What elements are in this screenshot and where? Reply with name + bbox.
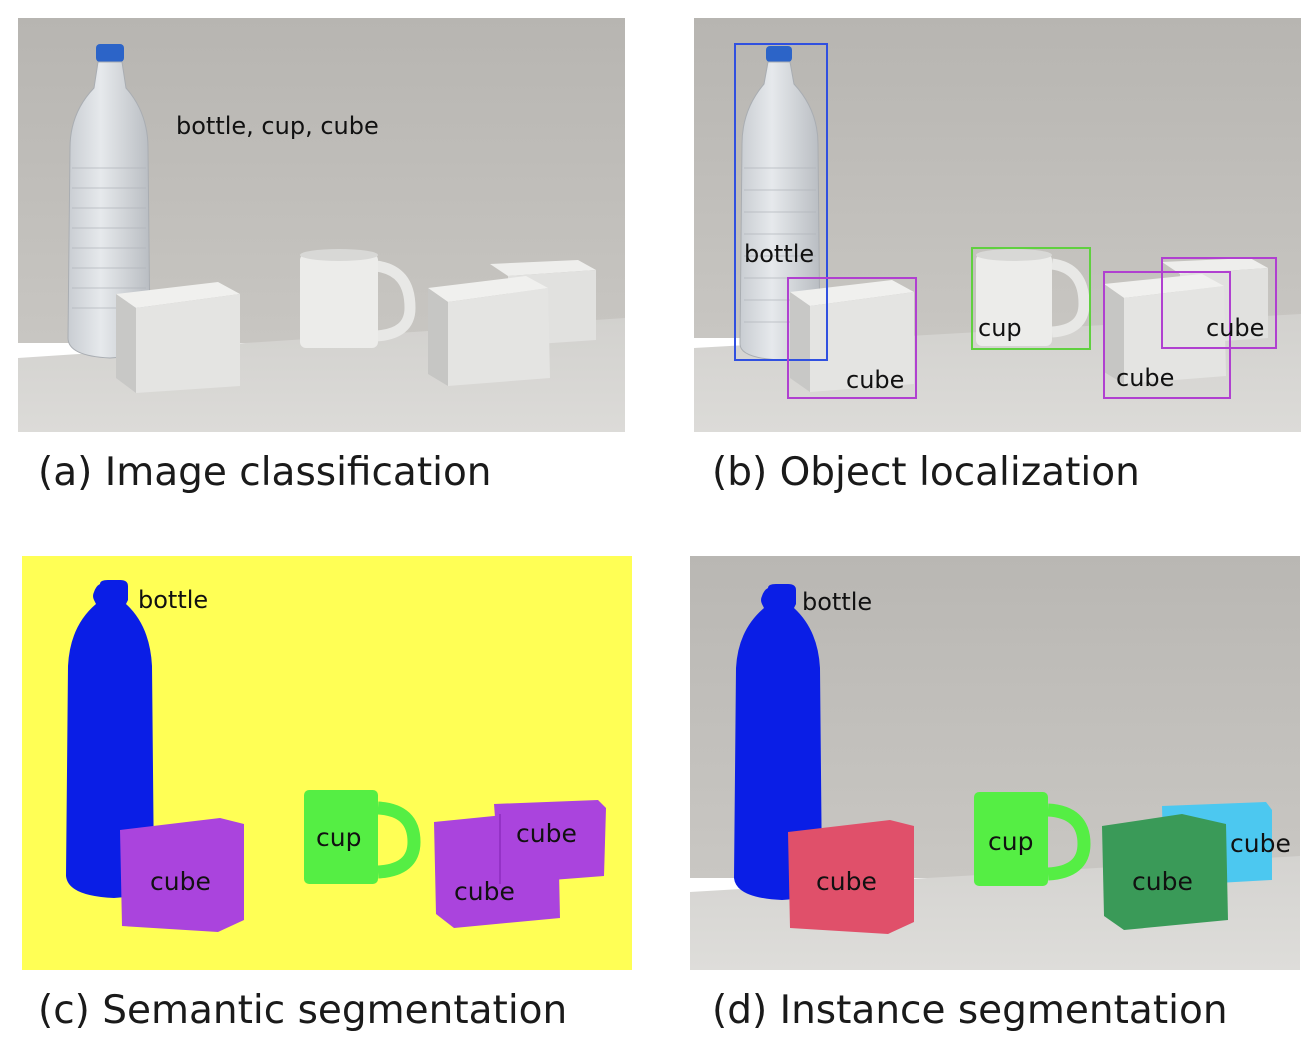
cube-label: cube xyxy=(1116,364,1174,392)
cube-bounding-box xyxy=(1103,271,1231,399)
cube-bounding-box xyxy=(787,277,917,399)
cube-label: cube xyxy=(1206,314,1264,342)
panel-image-classification: bottle, cup, cube xyxy=(18,18,625,432)
cube-mask xyxy=(788,820,914,934)
bottle-label: bottle xyxy=(138,586,208,614)
cube-object xyxy=(428,276,550,386)
bottle-mask xyxy=(734,584,822,900)
localization-photo: bottle cube cup cube cube xyxy=(694,18,1301,432)
cup-bounding-box xyxy=(971,247,1091,350)
cup-label: cup xyxy=(316,823,361,852)
cube-label: cube xyxy=(1132,867,1193,896)
instance-segmentation-photo: bottle cube cup cube cube xyxy=(690,556,1300,970)
cube-object xyxy=(1104,274,1226,384)
cube-bounding-box xyxy=(1161,257,1277,349)
cube-mask xyxy=(120,818,244,932)
cup-object xyxy=(976,249,1090,346)
cube-object xyxy=(790,280,914,392)
bottle-bounding-box xyxy=(734,43,828,361)
classification-label: bottle, cup, cube xyxy=(176,112,379,140)
cube-label: cube xyxy=(1230,829,1291,858)
caption-semantic-segmentation: (c) Semantic segmentation xyxy=(38,988,568,1033)
cube-label: cube xyxy=(454,877,515,906)
caption-instance-segmentation: (d) Instance segmentation xyxy=(712,988,1228,1033)
cube-label: cube xyxy=(150,867,211,896)
bottle-object xyxy=(67,44,151,359)
cup-object xyxy=(300,249,416,348)
cup-mask xyxy=(974,792,1091,886)
panel-semantic-segmentation: bottle cube cup cube cube xyxy=(22,556,632,970)
cup-mask xyxy=(304,790,421,884)
bottle-label: bottle xyxy=(744,240,814,268)
cup-label: cup xyxy=(988,827,1033,856)
cup-label: cup xyxy=(978,314,1022,342)
cube-mask xyxy=(1102,814,1228,930)
cube-label: cube xyxy=(816,867,877,896)
caption-object-localization: (b) Object localization xyxy=(712,450,1140,495)
semantic-segmentation-map: bottle cube cup cube cube xyxy=(22,556,632,970)
cube-object xyxy=(116,282,240,393)
classification-photo: bottle, cup, cube xyxy=(18,18,625,432)
cube-label: cube xyxy=(516,819,577,848)
cube-label: cube xyxy=(846,366,904,394)
caption-image-classification: (a) Image classification xyxy=(38,450,492,495)
cube-mask xyxy=(434,814,560,928)
bottle-label: bottle xyxy=(802,588,872,616)
bottle-mask xyxy=(66,580,154,898)
panel-object-localization: bottle cube cup cube cube xyxy=(694,18,1301,432)
panel-instance-segmentation: bottle cube cup cube cube xyxy=(690,556,1300,970)
